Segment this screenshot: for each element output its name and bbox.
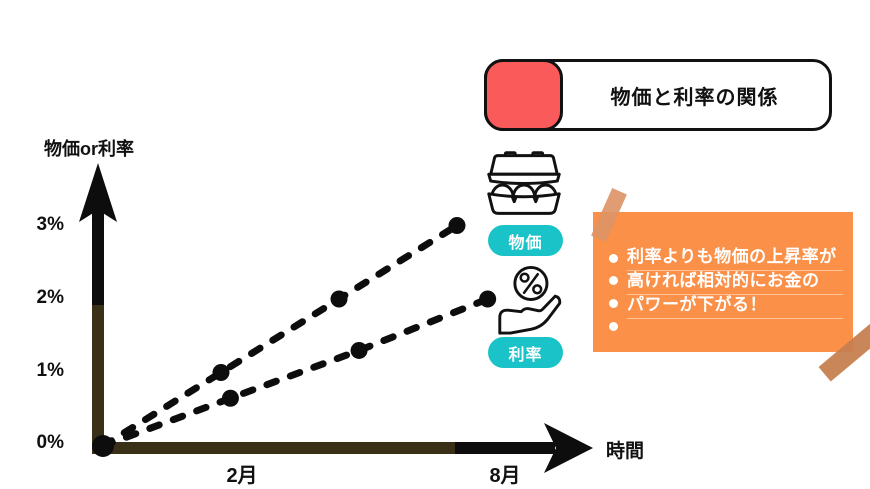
bullet-dot (609, 299, 618, 308)
y-axis-line (92, 300, 104, 454)
price-badge: 物価 (488, 225, 563, 256)
data-point-利率 (479, 290, 497, 308)
bullet-dot (609, 276, 618, 285)
data-point-物価 (330, 290, 348, 308)
y-axis-line-dark (92, 205, 104, 305)
data-point-物価 (212, 364, 230, 381)
x-tick-august: 8月 (489, 465, 521, 487)
bullet-dot (609, 254, 618, 263)
x-axis-line-dark (455, 442, 555, 454)
annotation-line-3: パワーが下がる！ (627, 296, 843, 319)
x-tick-february: 2月 (226, 465, 258, 487)
title-accent-block (484, 59, 563, 131)
x-axis-line (92, 442, 460, 454)
y-tick-3pct: 3% (36, 214, 64, 235)
annotation-text: 利率よりも物価の上昇率が 高ければ相対的にお金の パワーが下がる！ (627, 248, 843, 320)
annotation-note: 利率よりも物価の上昇率が 高ければ相対的にお金の パワーが下がる！ (593, 212, 853, 352)
title-banner: 物価と利率の関係 (484, 59, 832, 131)
hand-percent-icon (498, 265, 562, 335)
origin-data-point (92, 435, 114, 457)
y-tick-2pct: 2% (36, 287, 64, 308)
y-axis-title: 物価or利率 (44, 139, 134, 159)
data-series-group (99, 217, 497, 450)
x-axis-arrow (544, 423, 593, 473)
bullet-dot (609, 322, 618, 331)
series-line-利率 (99, 295, 492, 450)
series-line-物価 (99, 222, 461, 450)
x-axis-title: 時間 (606, 441, 645, 462)
annotation-line-2: 高ければ相対的にお金の (627, 272, 843, 295)
data-point-利率 (350, 341, 368, 359)
annotation-line-1: 利率よりも物価の上昇率が (627, 248, 843, 271)
data-point-利率 (221, 389, 239, 407)
rate-badge: 利率 (488, 337, 563, 368)
y-tick-1pct: 1% (36, 360, 64, 381)
y-tick-0pct: 0% (36, 432, 64, 453)
page-title: 物価と利率の関係 (610, 86, 779, 109)
egg-carton-icon (487, 151, 561, 215)
data-point-物価 (448, 217, 466, 234)
y-axis-arrow (79, 163, 117, 222)
